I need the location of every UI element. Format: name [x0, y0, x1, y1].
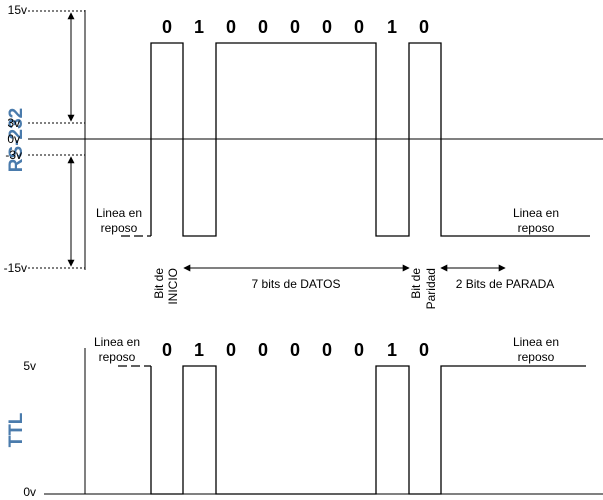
- rs232-bit-2: 1: [194, 17, 204, 37]
- ttl-waveform: [150, 365, 586, 495]
- level-0v: 0v: [7, 132, 20, 146]
- data-bits-label: 7 bits de DATOS: [252, 277, 341, 291]
- level-15v: 15v: [8, 3, 27, 17]
- ttl-bit-3: 0: [226, 340, 236, 360]
- level-minus-3v: -3v: [5, 148, 22, 162]
- ttl-bit-9: 0: [419, 340, 429, 360]
- rs232-bit-3: 0: [226, 17, 236, 37]
- ttl-bit-7: 0: [354, 340, 364, 360]
- ttl-level-0v: 0v: [23, 485, 36, 499]
- ttl-bit-8: 1: [387, 340, 397, 360]
- rs232-bit-8: 1: [387, 17, 397, 37]
- ttl-title: TTL: [6, 412, 27, 447]
- ttl-level-5v: 5v: [23, 359, 36, 373]
- ttl-bit-6: 0: [322, 340, 332, 360]
- rs232-idle-right-line2: reposo: [518, 221, 555, 235]
- ttl-idle-left-line1: Linea en: [94, 335, 140, 349]
- rs232-bit-6: 0: [322, 17, 332, 37]
- rs232-idle-left-line1: Linea en: [96, 206, 142, 220]
- start-bit-line1: Bit de: [152, 268, 166, 299]
- ttl-idle-left-line2: reposo: [99, 350, 136, 364]
- rs232-bit-4: 0: [258, 17, 268, 37]
- rs232-bit-1: 0: [162, 17, 172, 37]
- rs232-idle-right-line1: Linea en: [513, 206, 559, 220]
- rs232-bit-labels: 0 1 0 0 0 0 0 1 0: [162, 17, 429, 37]
- ttl-bit-5: 0: [290, 340, 300, 360]
- rs232-waveform: [150, 42, 590, 237]
- level-minus-15v: -15v: [4, 261, 27, 275]
- parity-bit-line2: Paridad: [424, 268, 438, 309]
- rs232-idle-left-line2: reposo: [101, 221, 138, 235]
- rs232-bit-9: 0: [419, 17, 429, 37]
- ttl-bit-2: 1: [194, 340, 204, 360]
- ttl-bit-1: 0: [162, 340, 172, 360]
- ttl-panel: TTL 5v 0v 0 1 0 0 0 0 0 1 0 Linea en rep…: [6, 335, 603, 499]
- ttl-bit-labels: 0 1 0 0 0 0 0 1 0: [162, 340, 429, 360]
- ttl-bit-4: 0: [258, 340, 268, 360]
- rs232-bit-5: 0: [290, 17, 300, 37]
- rs232-title: RS-232: [6, 108, 27, 172]
- rs232-bit-7: 0: [354, 17, 364, 37]
- ttl-idle-right-line1: Linea en: [513, 335, 559, 349]
- start-bit-line2: INICIO: [166, 268, 180, 305]
- parity-bit-line1: Bit de: [409, 268, 423, 299]
- rs232-panel: RS-232 15v 3v 0v -3v -15v 0 1 0 0 0 0 0 …: [4, 3, 603, 309]
- ttl-idle-right-line2: reposo: [518, 350, 555, 364]
- level-3v: 3v: [7, 116, 20, 130]
- stop-bits-label: 2 Bits de PARADA: [456, 277, 554, 291]
